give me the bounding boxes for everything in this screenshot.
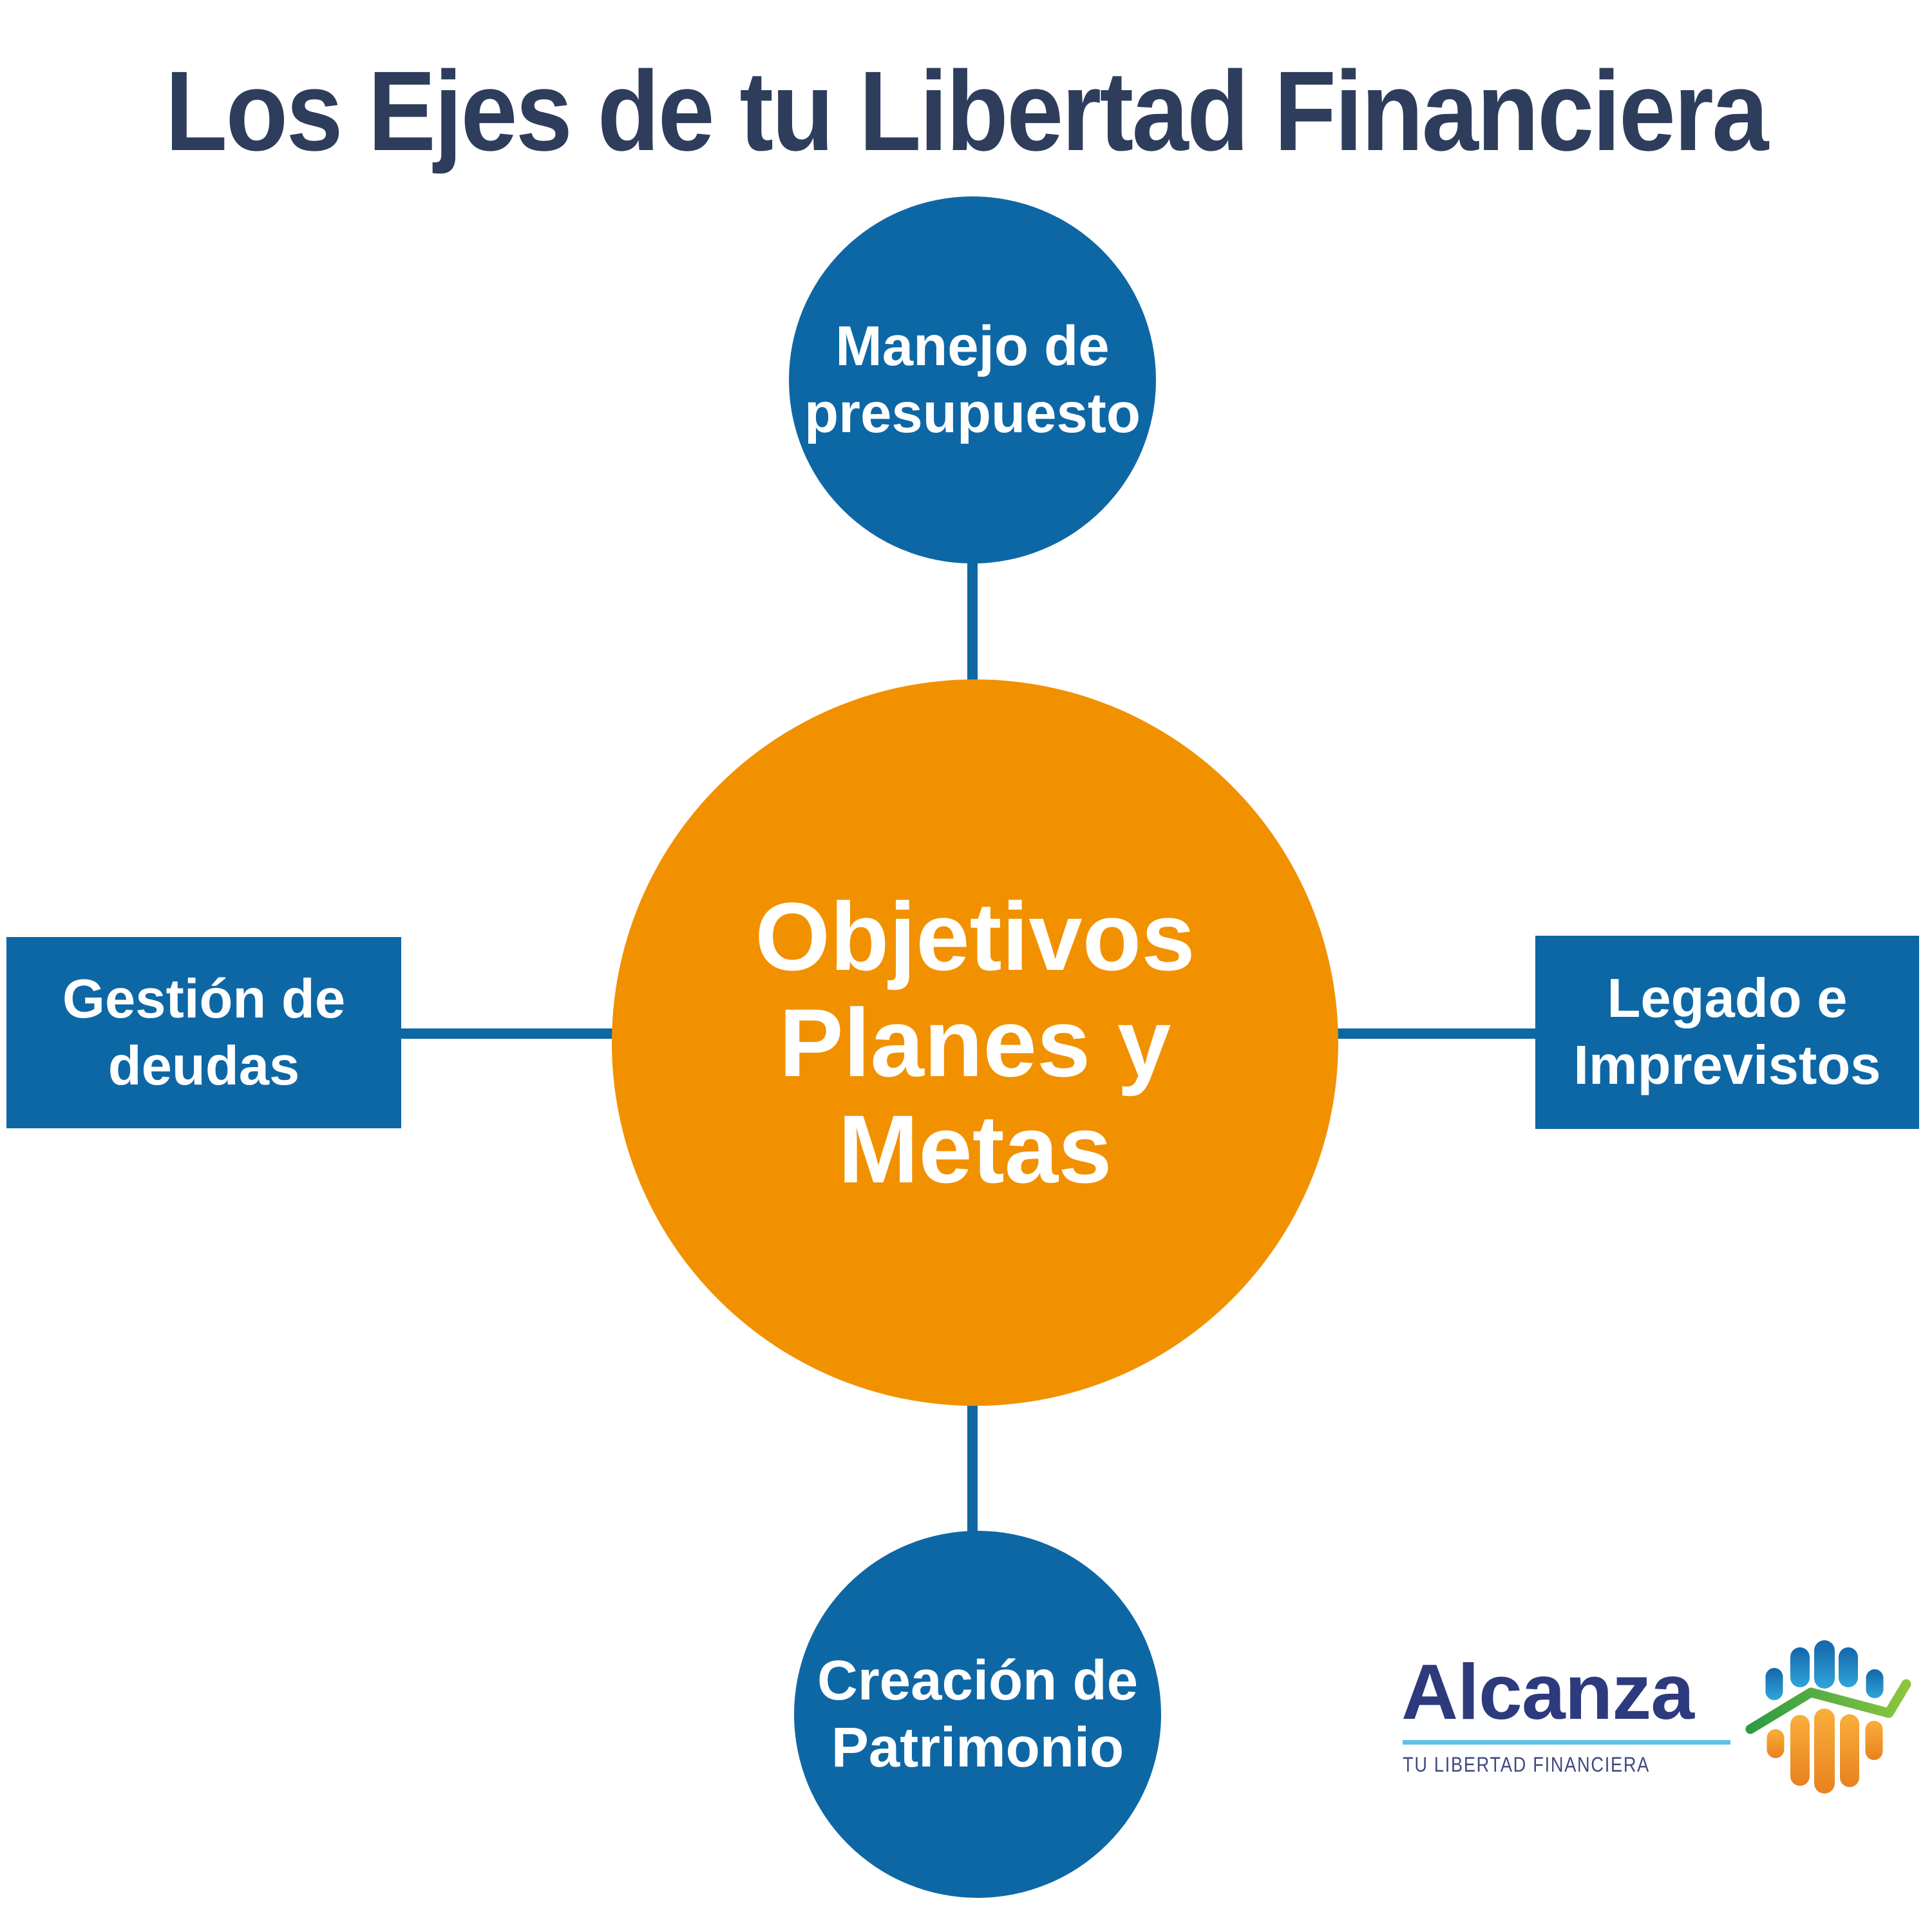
node-label-line: Metas (838, 1094, 1112, 1203)
node-objetivos-planes-y-metas: Objetivos Planes y Metas (612, 679, 1338, 1406)
brand-name: Alcanza (1401, 1648, 1694, 1736)
growth-hands-icon (1745, 1640, 1911, 1794)
node-manejo-de-presupuesto: Manejo de presupuesto (789, 196, 1156, 564)
connector-right (1337, 1028, 1539, 1039)
node-label-line: Patrimonio (831, 1716, 1124, 1779)
alcanza-logo: Alcanza TU LIBERTAD FINANCIERA (1401, 1638, 1917, 1831)
connector-top (967, 555, 978, 684)
node-label-line: Creación de (817, 1649, 1138, 1712)
icon-orange-bars (1766, 1709, 1883, 1794)
node-label-line: presupuesto (804, 382, 1141, 444)
node-label-line: Imprevistos (1573, 1035, 1881, 1096)
icon-growth-line (1745, 1679, 1911, 1734)
node-creacion-de-patrimonio: Creación de Patrimonio (794, 1531, 1161, 1898)
brand-rule (1403, 1740, 1730, 1745)
page-title: Los Ejes de tu Libertad Financiera (165, 48, 1768, 175)
node-label-line: Gestión de (62, 968, 346, 1030)
connector-bottom (967, 1397, 978, 1534)
node-label-line: Objetivos (755, 882, 1195, 990)
node-label-line: Legado e (1607, 968, 1848, 1029)
icon-blue-bars (1765, 1640, 1884, 1700)
node-legado-e-imprevistos: Legado e Imprevistos (1535, 936, 1919, 1129)
node-label-line: deudas (108, 1035, 300, 1097)
node-label-line: Planes y (779, 988, 1171, 1097)
node-gestion-de-deudas: Gestión de deudas (6, 937, 401, 1128)
connector-left (399, 1028, 616, 1039)
node-label-line: Manejo de (835, 315, 1110, 377)
brand-tagline: TU LIBERTAD FINANCIERA (1403, 1753, 1651, 1776)
